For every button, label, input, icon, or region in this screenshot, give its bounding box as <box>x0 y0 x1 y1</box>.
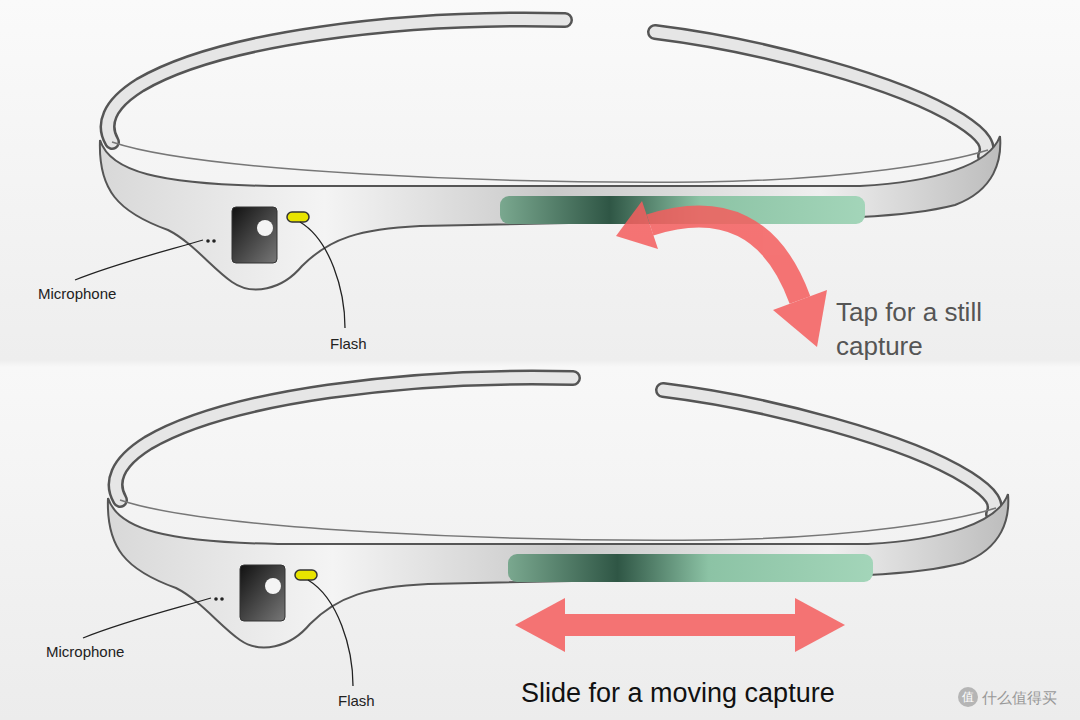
slide-arrow <box>515 598 845 652</box>
tap-arrow <box>616 201 827 347</box>
headband-top <box>75 20 1000 328</box>
watermark: 什么值得买 <box>982 688 1057 708</box>
gesture-note: Tap for a still capture <box>836 296 1036 364</box>
headband-bottom <box>83 378 1008 686</box>
part-label: Microphone <box>38 284 116 304</box>
watermark-icon <box>958 687 978 707</box>
watermark-glyph: 值 <box>958 689 978 705</box>
part-label: Microphone <box>46 642 124 662</box>
gesture-note: Slide for a moving capture <box>521 676 835 711</box>
part-label: Flash <box>330 334 367 354</box>
part-label: Flash <box>338 691 375 711</box>
